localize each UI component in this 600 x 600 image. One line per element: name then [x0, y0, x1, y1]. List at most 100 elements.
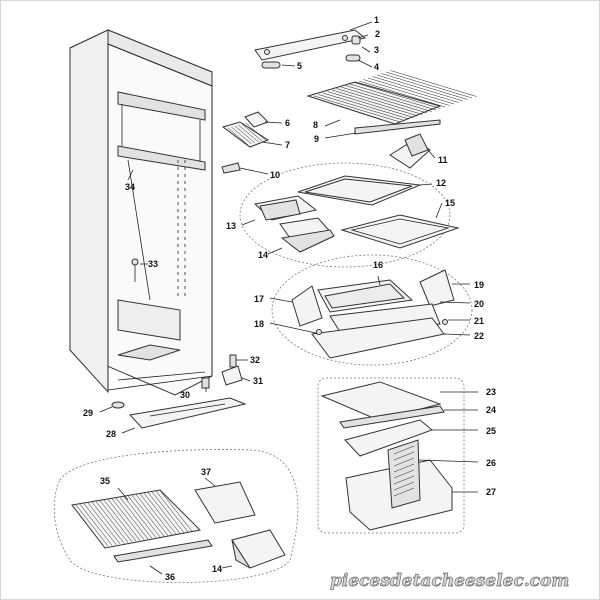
- grid-wire: [75, 504, 109, 547]
- grid-wire: [393, 481, 415, 491]
- grid-wire: [318, 94, 405, 121]
- grid-wire: [313, 95, 401, 123]
- grid-wire: [331, 89, 419, 117]
- grid-wire: [393, 463, 415, 473]
- grid-wire: [340, 86, 428, 114]
- part-label-26: 26: [486, 458, 496, 468]
- grid-wire: [241, 123, 263, 142]
- grid-wire: [131, 495, 165, 537]
- grid-wire: [393, 469, 415, 479]
- grid-wire: [123, 496, 157, 538]
- part-label-14a: 14: [258, 250, 268, 260]
- grid-wire: [135, 494, 169, 536]
- part-label-22: 22: [474, 331, 484, 341]
- grid-wire: [238, 124, 259, 143]
- grid-wire: [376, 74, 464, 102]
- drawer-group-outline: [271, 254, 473, 366]
- shelf-group-parts: [241, 175, 433, 255]
- grid-wire: [322, 92, 410, 120]
- part-label-12: 12: [436, 178, 446, 188]
- grid-wire: [227, 127, 249, 146]
- part-label-19: 19: [474, 280, 484, 290]
- grid-wire: [159, 490, 193, 532]
- connector-part: [221, 162, 269, 175]
- grid-wire: [107, 499, 141, 541]
- grid-wire: [103, 499, 137, 542]
- part-label-1: 1: [374, 15, 379, 25]
- part-label-25: 25: [486, 426, 496, 436]
- part-label-23: 23: [486, 387, 496, 397]
- cabinet-small-parts: [99, 169, 251, 413]
- grid-wire: [91, 502, 125, 544]
- grid-wire: [345, 85, 432, 112]
- part-label-6: 6: [285, 118, 290, 128]
- part-label-34: 34: [125, 182, 135, 192]
- grid-wire: [99, 500, 133, 542]
- part-label-21: 21: [474, 316, 484, 326]
- grid-wire: [393, 445, 415, 455]
- part-label-16: 16: [373, 260, 383, 270]
- part-label-13: 13: [226, 221, 236, 231]
- shelf-group-outline: [239, 162, 451, 268]
- grid-wire: [390, 70, 477, 97]
- grid-wire: [327, 91, 414, 118]
- part-label-4: 4: [374, 62, 379, 72]
- grid-wire: [393, 457, 415, 467]
- part-label-27: 27: [486, 487, 496, 497]
- grid-wire: [231, 126, 252, 145]
- grid-wire: [393, 487, 415, 497]
- grid-wire: [127, 495, 161, 538]
- base-grille: [121, 397, 247, 434]
- grid-wire: [119, 497, 153, 539]
- grid-wire: [363, 79, 450, 106]
- part-label-29: 29: [83, 408, 93, 418]
- part-label-14b: 14: [212, 564, 222, 574]
- part-label-9: 9: [314, 134, 319, 144]
- grid-wire: [354, 82, 441, 109]
- glass-shelf: [340, 202, 460, 249]
- grid-wire: [139, 493, 173, 535]
- part-label-36: 36: [165, 572, 175, 582]
- container-group-parts: [320, 381, 479, 531]
- part-label-31: 31: [253, 376, 263, 386]
- grid-wire: [115, 497, 149, 540]
- part-label-17: 17: [254, 294, 264, 304]
- grid-wire: [155, 490, 189, 533]
- part-label-20: 20: [474, 299, 484, 309]
- container-group-outline: [317, 377, 465, 534]
- lower-group-parts: [71, 477, 286, 575]
- part-number-labels: 1234567891011121314151617181920212223242…: [83, 15, 496, 582]
- part-label-32: 32: [250, 355, 260, 365]
- grid-wire: [393, 451, 415, 461]
- drawer-group-parts: [269, 269, 471, 359]
- watermark-text: piecesdetacheeselec.com: [330, 571, 569, 591]
- part-label-11: 11: [438, 155, 448, 165]
- part-label-35: 35: [100, 476, 110, 486]
- part-label-37: 37: [201, 467, 211, 477]
- grid-wire: [83, 503, 117, 545]
- grid-wire: [367, 77, 455, 105]
- grid-wire: [151, 491, 185, 533]
- refrigerator-cabinet: [69, 29, 213, 396]
- grid-wire: [79, 504, 113, 546]
- grid-wire: [336, 88, 423, 115]
- part-label-33: 33: [148, 259, 158, 269]
- grid-wire: [349, 83, 437, 111]
- grid-wire: [143, 492, 177, 535]
- part-label-28: 28: [106, 429, 116, 439]
- grid-wire: [95, 501, 129, 543]
- ice-tray-parts: [221, 111, 283, 148]
- freezer-grid-shelf: [306, 70, 477, 139]
- grid-wire: [381, 73, 468, 100]
- top-hinge-parts: [254, 21, 373, 69]
- part-label-5: 5: [297, 61, 302, 71]
- part-label-18: 18: [254, 319, 264, 329]
- grid-wire: [111, 498, 145, 540]
- part-label-30: 30: [180, 390, 190, 400]
- grid-wire: [87, 502, 121, 545]
- grid-wire: [147, 492, 181, 534]
- part-label-24: 24: [486, 405, 496, 415]
- grid-wire: [358, 80, 446, 108]
- part-label-8: 8: [313, 120, 318, 130]
